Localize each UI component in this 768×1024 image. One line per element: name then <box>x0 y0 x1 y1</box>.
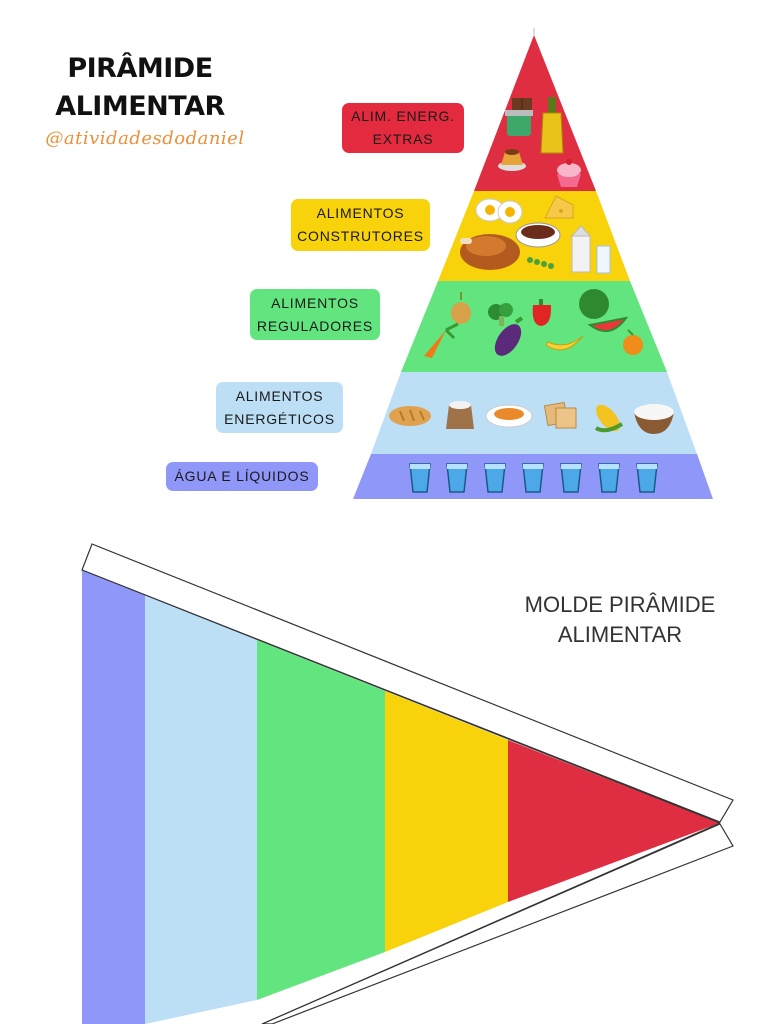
milk-glass-icon <box>596 245 611 274</box>
title-line-1: PIRÂMIDE <box>67 53 213 84</box>
roast-chicken-icon <box>460 234 520 270</box>
banana-icon <box>545 335 584 351</box>
label-text: ÁGUA E LÍQUIDOS <box>174 468 310 484</box>
corn-icon <box>594 404 624 433</box>
pasta-plate-icon <box>485 404 533 428</box>
olive-oil-icon <box>540 97 564 154</box>
chocolate-icon <box>512 98 532 112</box>
peas-icon <box>527 257 554 269</box>
pyramid-level-extras <box>474 35 596 191</box>
mold-band-energeticos <box>145 595 257 1024</box>
water-glass-icon <box>409 463 431 493</box>
flour-sack-icon <box>446 401 474 429</box>
label-alim-energ-extras: ALIM. ENERG. EXTRAS <box>342 103 464 153</box>
label-alimentos-construtores: ALIMENTOS CONSTRUTORES <box>291 199 430 251</box>
watermelon-icon <box>579 289 629 333</box>
mold-title: MOLDE PIRÂMIDE ALIMENTAR <box>524 592 716 647</box>
broccoli-icon <box>488 303 513 326</box>
water-glass-icon <box>484 463 506 493</box>
egg-icon <box>475 198 523 224</box>
water-glass-icon <box>522 463 544 493</box>
label-alimentos-energeticos: ALIMENTOS ENERGÉTICOS <box>216 382 343 433</box>
onion-icon <box>451 292 471 324</box>
author-handle: @atividadesdodaniel <box>45 128 245 149</box>
bread-icon <box>389 406 431 426</box>
crackers-icon <box>543 401 577 429</box>
cheese-icon <box>544 195 574 219</box>
mold-band-reguladores <box>257 640 385 1000</box>
water-glass-icon <box>446 463 468 493</box>
water-glass-icon <box>598 463 620 493</box>
mold-band-construtores <box>385 691 508 952</box>
eggplant-icon <box>494 316 524 356</box>
label-agua-e-liquidos: ÁGUA E LÍQUIDOS <box>166 462 318 491</box>
label-text: ALIMENTOS ENERGÉTICOS <box>224 387 335 427</box>
water-glass-icon <box>636 463 658 493</box>
mold-band-extras <box>508 740 720 902</box>
beans-bowl-icon <box>515 222 561 248</box>
title-line-2: ALIMENTAR <box>55 91 225 122</box>
rice-bowl-icon <box>634 404 674 434</box>
pepper-icon <box>532 299 552 326</box>
pyramid-level-energeticos <box>371 372 697 454</box>
label-text: ALIM. ENERG. EXTRAS <box>351 108 455 147</box>
carrot-icon <box>424 322 459 358</box>
pyramid-mold <box>81 543 734 1024</box>
cupcake-icon <box>557 159 581 187</box>
orange-icon <box>623 329 643 355</box>
water-glass-icon <box>560 463 582 493</box>
page-title: PIRÂMIDE ALIMENTAR <box>40 50 240 126</box>
mold-glue-flap-top <box>81 543 734 823</box>
mold-band-agua <box>82 570 145 1024</box>
label-alimentos-reguladores: ALIMENTOS REGULADORES <box>250 289 380 340</box>
pyramid-level-reguladores <box>401 281 667 372</box>
label-text: ALIMENTOS REGULADORES <box>256 294 374 334</box>
milk-carton-icon <box>570 225 592 273</box>
jam-jar-icon <box>505 110 533 136</box>
pudding-icon <box>498 149 526 171</box>
label-text: ALIMENTOS CONSTRUTORES <box>297 205 424 244</box>
